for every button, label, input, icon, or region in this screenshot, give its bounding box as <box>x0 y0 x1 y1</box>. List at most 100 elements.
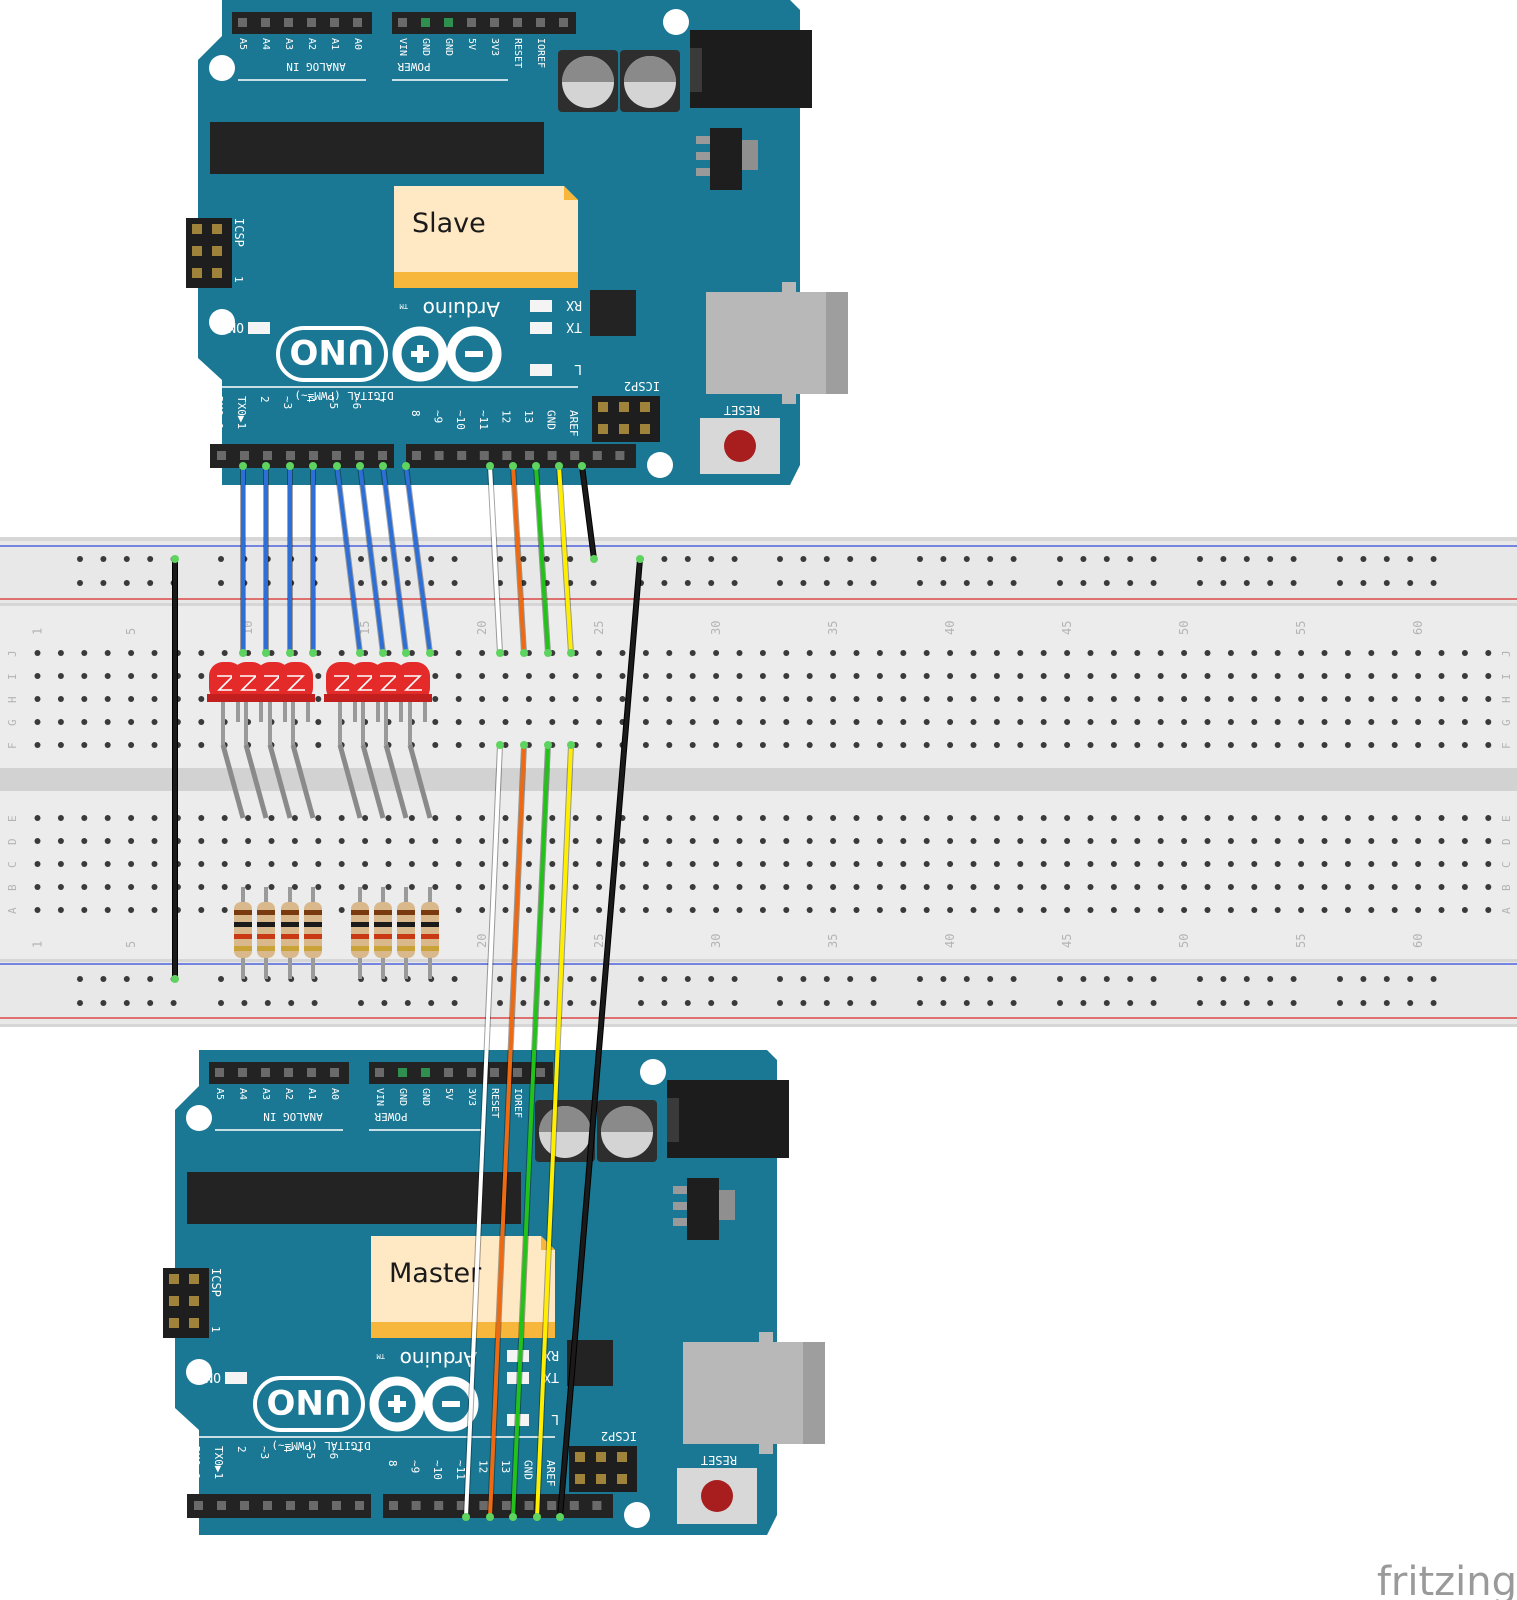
terminal-hole <box>1110 696 1117 702</box>
terminal-hole <box>1344 815 1351 821</box>
terminal-hole <box>81 861 88 867</box>
terminal-hole <box>128 861 135 867</box>
terminal-hole <box>853 838 860 844</box>
terminal-hole <box>759 884 766 890</box>
terminal-hole <box>713 719 720 725</box>
rail-hole <box>1057 976 1063 982</box>
terminal-hole <box>525 719 532 725</box>
rail-hole <box>1103 1000 1110 1006</box>
rail-hole <box>963 976 970 982</box>
terminal-hole <box>1064 861 1071 867</box>
terminal-hole <box>1087 696 1094 702</box>
rail-hole <box>1383 1000 1390 1006</box>
terminal-hole <box>549 696 556 702</box>
led-lead <box>383 744 409 819</box>
status-led <box>530 364 552 376</box>
rail-hole <box>823 556 830 562</box>
resistor-band <box>397 934 415 939</box>
terminal-hole <box>596 650 603 656</box>
terminal-hole <box>221 838 228 844</box>
terminal-hole <box>338 815 345 821</box>
header-pin <box>261 1068 270 1077</box>
power-header <box>392 12 576 34</box>
terminal-hole <box>947 861 954 867</box>
tm-label: TM <box>400 302 408 310</box>
terminal-hole <box>221 861 228 867</box>
terminal-hole <box>432 861 439 867</box>
wire-end <box>544 741 552 749</box>
terminal-hole <box>1461 696 1468 702</box>
terminal-hole <box>338 907 345 913</box>
led-rim <box>207 694 245 702</box>
terminal-hole <box>1204 838 1211 844</box>
terminal-hole <box>408 838 415 844</box>
terminal-hole <box>81 742 88 748</box>
terminal-hole <box>1344 673 1351 679</box>
terminal-hole <box>1251 673 1258 679</box>
terminal-hole <box>128 673 135 679</box>
rail-hole <box>543 976 550 982</box>
terminal-hole <box>853 696 860 702</box>
header-pin <box>536 1068 545 1077</box>
resistor-band <box>374 934 392 939</box>
rail-hole <box>847 976 854 982</box>
header-pin <box>332 1501 341 1510</box>
rail-hole <box>1197 976 1203 982</box>
rail-hole <box>100 976 107 982</box>
rail-hole <box>800 1000 807 1006</box>
terminal-hole <box>1344 742 1351 748</box>
terminal-hole <box>128 719 135 725</box>
terminal-hole <box>759 742 766 748</box>
terminal-hole <box>1438 815 1445 821</box>
terminal-hole <box>362 884 369 890</box>
led-lead <box>337 744 363 819</box>
terminal-hole <box>1274 719 1281 725</box>
rail-hole <box>987 556 994 562</box>
regulator-tab <box>719 1190 735 1220</box>
icsp2-pin <box>619 424 629 434</box>
terminal-hole <box>876 696 883 702</box>
digital-pin-label: ~10 <box>454 410 467 430</box>
power-pin-label: 5V <box>466 38 477 50</box>
status-led-label: TX <box>543 1369 559 1384</box>
terminal-hole <box>455 673 462 679</box>
analog-pin-label: A3 <box>260 1088 271 1100</box>
terminal-hole <box>104 719 111 725</box>
rail-hole <box>1337 1000 1343 1006</box>
terminal-hole <box>713 742 720 748</box>
terminal-hole <box>1110 719 1117 725</box>
terminal-hole <box>1368 742 1375 748</box>
rail-hole <box>404 1000 411 1006</box>
terminal-hole <box>104 838 111 844</box>
terminal-hole <box>151 650 158 656</box>
column-number-bottom: 25 <box>592 934 606 948</box>
rail-hole <box>1267 1000 1274 1006</box>
rail-hole <box>1150 976 1157 982</box>
resistor-body <box>374 902 392 958</box>
wire-end <box>496 741 504 749</box>
terminal-hole <box>1181 907 1188 913</box>
logo-left-loop <box>392 326 448 382</box>
terminal-hole <box>408 884 415 890</box>
rail-hole <box>1267 580 1274 586</box>
terminal-hole <box>1321 884 1328 890</box>
terminal-hole <box>900 838 907 844</box>
terminal-hole <box>830 742 837 748</box>
terminal-hole <box>1438 742 1445 748</box>
terminal-hole <box>1485 884 1492 890</box>
terminal-hole <box>338 838 345 844</box>
terminal-hole <box>1181 696 1188 702</box>
logo-left-loop <box>369 1376 425 1432</box>
terminal-hole <box>1064 673 1071 679</box>
terminal-hole <box>970 838 977 844</box>
wire-end <box>426 649 434 657</box>
terminal-hole <box>900 696 907 702</box>
wire-end <box>520 649 528 657</box>
header-pin <box>263 1501 272 1510</box>
terminal-hole <box>900 815 907 821</box>
terminal-hole <box>1298 815 1305 821</box>
mount-hole <box>663 9 689 35</box>
terminal-hole <box>1461 673 1468 679</box>
column-number-top: 25 <box>592 621 606 635</box>
digital-wire <box>381 464 408 655</box>
